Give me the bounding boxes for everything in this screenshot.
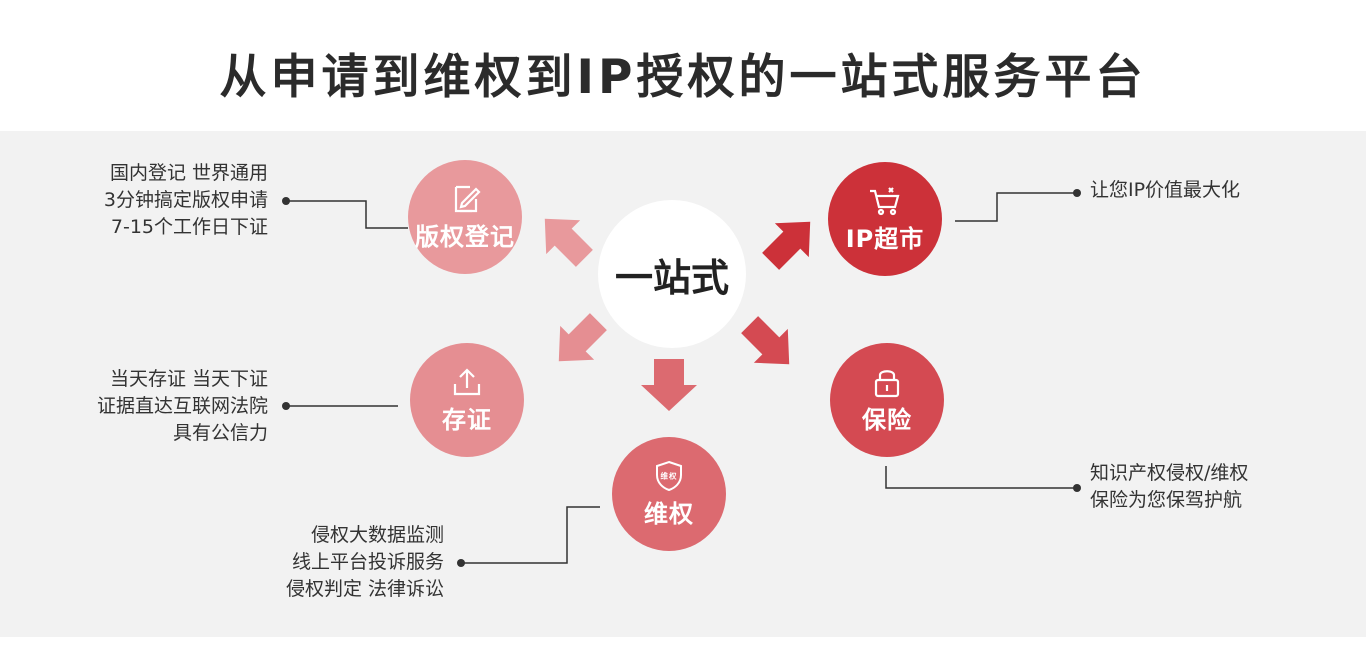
arrow-to-rights [641, 359, 697, 411]
evidence-desc-line: 当天存证 当天下证 [109, 368, 268, 390]
arrow-to-evidence [558, 313, 607, 362]
insurance-leader-dot [1073, 484, 1081, 492]
evidence-label: 存证 [442, 405, 492, 434]
arrow-to-ipmarket [762, 221, 811, 270]
copyright-desc-line: 国内登记 世界通用 [109, 162, 268, 184]
rights-node[interactable]: 维权 维权 [612, 437, 726, 551]
svg-text:维权: 维权 [661, 470, 678, 480]
lock-icon [868, 366, 906, 398]
edit-icon [446, 183, 484, 215]
cart-icon [866, 185, 904, 217]
rights-desc-line: 侵权大数据监测 [310, 524, 444, 546]
copyright-leader-dot [282, 197, 290, 205]
copyright-node[interactable]: 版权登记 [408, 160, 522, 274]
ipmarket-leader-dot [1073, 189, 1081, 197]
arrow-to-insurance [741, 316, 790, 365]
copyright-leader-line [286, 200, 408, 229]
upload-icon [448, 366, 486, 398]
center-one-stop: 一站式 [598, 200, 746, 348]
rights-desc-line: 线上平台投诉服务 [291, 551, 444, 573]
ipmarket-leader-line [955, 192, 1077, 222]
insurance-node[interactable]: 保险 [830, 343, 944, 457]
insurance-leader-line [885, 466, 1077, 489]
rights-description: 侵权大数据监测 线上平台投诉服务 侵权判定 法律诉讼 [286, 522, 444, 603]
shield-icon: 维权 [650, 460, 688, 492]
page-title: 从申请到维权到IP授权的一站式服务平台 [219, 50, 1147, 105]
insurance-label: 保险 [862, 405, 912, 434]
ipmarket-label: IP超市 [845, 224, 925, 253]
insurance-desc-line: 保险为您保驾护航 [1090, 489, 1243, 511]
evidence-description: 当天存证 当天下证 证据直达互联网法院 具有公信力 [97, 366, 268, 447]
rights-label: 维权 [644, 499, 694, 528]
evidence-node[interactable]: 存证 [410, 343, 524, 457]
insurance-description: 知识产权侵权/维权 保险为您保驾护航 [1090, 460, 1248, 514]
rights-desc-line: 侵权判定 法律诉讼 [285, 578, 444, 600]
rights-leader-line [461, 506, 600, 564]
insurance-desc-line: 知识产权侵权/维权 [1090, 462, 1249, 484]
copyright-label: 版权登记 [415, 222, 515, 251]
arrow-to-copyright [544, 218, 593, 267]
rights-leader-dot [457, 559, 465, 567]
copyright-desc-line: 3分钟搞定版权申请 [103, 189, 268, 211]
ipmarket-desc-line: 让您IP价值最大化 [1090, 179, 1241, 201]
ipmarket-node[interactable]: IP超市 [828, 162, 942, 276]
evidence-leader-dot [282, 402, 290, 410]
copyright-desc-line: 7-15个工作日下证 [110, 216, 268, 238]
copyright-description: 国内登记 世界通用 3分钟搞定版权申请 7-15个工作日下证 [104, 160, 268, 241]
evidence-desc-line: 证据直达互联网法院 [96, 395, 268, 417]
evidence-desc-line: 具有公信力 [172, 422, 268, 444]
ipmarket-description: 让您IP价值最大化 [1090, 177, 1240, 204]
